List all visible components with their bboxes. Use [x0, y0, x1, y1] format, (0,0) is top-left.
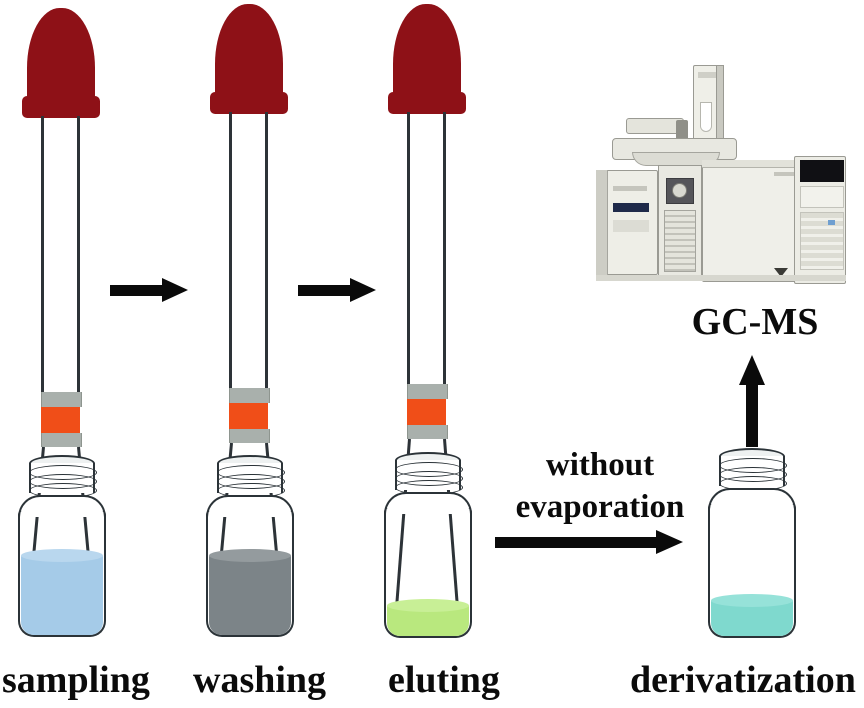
gcms-label: GC-MS [691, 301, 819, 343]
pipette-lower-frit [229, 429, 270, 443]
pipette-sorbent-bed [229, 403, 268, 429]
pipette-bulb-flange [22, 96, 100, 118]
pipette-sampling [22, 8, 100, 622]
pipette-sorbent-bed [407, 399, 446, 425]
gc-oven-handle [774, 268, 788, 277]
vacuum-fan [672, 183, 687, 198]
vial-eluting [376, 452, 480, 642]
arrow-washing-to-eluting [298, 278, 376, 302]
gc-oven-logo [774, 172, 798, 176]
pipette-bulb [215, 4, 283, 104]
step-label-derivatization: derivatization [630, 659, 856, 701]
pipette-lower-frit [407, 425, 448, 439]
vial-body [18, 511, 106, 637]
pipette-barrel-right-wall [443, 112, 446, 398]
arrow-head [739, 355, 765, 385]
without-evaporation-line2: evaporation [515, 489, 685, 525]
pipette-bulb-flange [388, 92, 466, 114]
pipette-barrel-left-wall [407, 112, 410, 398]
vial-derivatization [700, 448, 804, 643]
arrow-derivatization-to-gcms [732, 355, 772, 447]
pipette-lower-frit [41, 433, 82, 447]
pipette-washing [210, 4, 288, 618]
pipette-barrel-right-wall [77, 116, 80, 406]
pipette-sorbent-bed [41, 407, 80, 433]
gc-ms-instrument [588, 60, 858, 290]
arrow-shaft [746, 383, 758, 447]
ms-detector-keypad [613, 220, 649, 232]
step-label-sampling: sampling [2, 659, 150, 701]
gc-control-graph-area [800, 186, 844, 208]
pipette-bulb [393, 4, 461, 104]
step-label-washing: washing [193, 659, 327, 701]
gc-oven-module [702, 160, 806, 282]
vial-liquid-surface [209, 549, 291, 562]
pipette-bulb [27, 8, 95, 108]
pipette-upper-frit [407, 384, 448, 399]
arrow-shaft [110, 285, 164, 296]
arrow-shaft [298, 285, 352, 296]
vial-liquid-sampling [21, 555, 103, 635]
autosampler-tower-label-strip [698, 72, 718, 78]
pipette-bulb-flange [210, 92, 288, 114]
autosampler-arm-head [676, 120, 688, 142]
vial-liquid-surface [711, 594, 793, 607]
step-label-eluting: eluting [388, 659, 500, 701]
arrow-shaft [495, 537, 659, 548]
pipette-eluting [388, 4, 466, 624]
vial-sampling [10, 455, 114, 640]
gc-control-keypad [800, 212, 844, 270]
vial-liquid-surface [21, 549, 103, 562]
pipette-upper-frit [229, 388, 270, 403]
pipette-barrel-right-wall [265, 112, 268, 402]
gc-oven-door-seam [702, 160, 806, 168]
arrow-head [656, 530, 683, 554]
ms-detector-logo-strip [613, 186, 647, 191]
gc-control-keypad-highlight [828, 220, 835, 225]
gc-instrument-shadow [596, 275, 846, 281]
pipette-barrel-left-wall [229, 112, 232, 402]
vial-body [206, 511, 294, 637]
ms-detector-display [613, 203, 649, 212]
vial-washing [198, 455, 302, 640]
arrow-eluting-to-derivatization [495, 530, 685, 554]
vial-liquid-surface [387, 599, 469, 612]
gc-control-display [800, 160, 844, 182]
autosampler-syringe-window [700, 102, 712, 132]
arrow-head [162, 278, 188, 302]
without-evaporation-line1: without [545, 447, 655, 483]
arrow-head [350, 278, 376, 302]
vial-body [384, 508, 472, 638]
vial-body [708, 504, 796, 638]
pipette-barrel-left-wall [41, 116, 44, 406]
arrow-sampling-to-washing [110, 278, 188, 302]
vial-liquid-washing [209, 555, 291, 635]
pipette-upper-frit [41, 392, 82, 407]
ms-detector-side-panel [596, 170, 608, 275]
vacuum-vent-grille [664, 210, 696, 272]
